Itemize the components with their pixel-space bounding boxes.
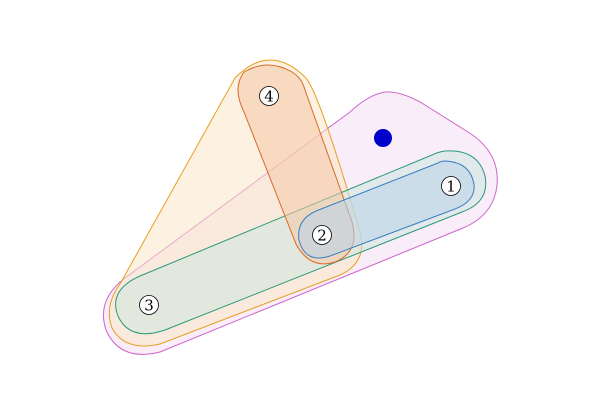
node-1-circle [441,176,461,196]
node-2: 2 [312,225,332,245]
node-2-label: 2 [317,227,327,245]
node-4-circle [259,86,279,106]
extra-vertex [374,129,392,147]
hyperedge-blue [298,160,475,259]
node-4: 4 [259,86,279,106]
node-1-label: 1 [446,178,456,196]
node-2-circle [312,225,332,245]
node-4-label: 4 [264,88,274,106]
node-3-label: 3 [144,297,154,315]
node-3: 3 [139,295,159,315]
node-3-circle [139,295,159,315]
node-1: 1 [441,176,461,196]
